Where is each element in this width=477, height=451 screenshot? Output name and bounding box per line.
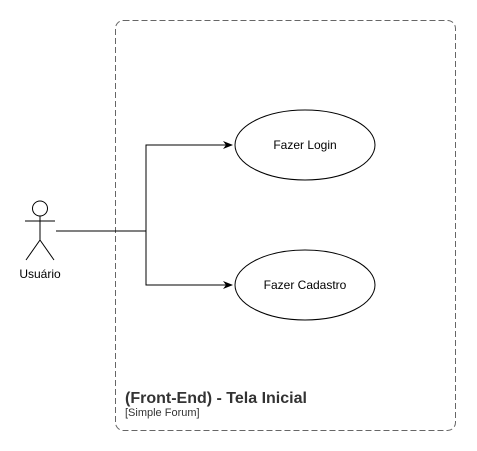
actor-leg-left bbox=[25, 239, 41, 261]
boundary-title: (Front-End) - Tela Inicial bbox=[125, 390, 307, 407]
system-boundary[interactable] bbox=[115, 20, 456, 431]
actor-leg-right bbox=[39, 239, 55, 261]
actor-head bbox=[32, 200, 48, 217]
use-case-label: Fazer Login bbox=[273, 138, 336, 152]
use-case-ellipse bbox=[234, 109, 376, 181]
actor-label: Usuário bbox=[19, 267, 61, 281]
use-case-ellipse bbox=[234, 249, 376, 321]
use-case-fazer-cadastro[interactable]: Fazer Cadastro bbox=[234, 249, 376, 321]
connector-actor-login[interactable] bbox=[56, 141, 233, 232]
actor-usuario[interactable]: Usuário bbox=[19, 200, 61, 281]
use-case-label: Fazer Cadastro bbox=[264, 278, 347, 292]
connector-actor-cadastro[interactable] bbox=[56, 230, 233, 289]
boundary-subtitle: [Simple Forum] bbox=[125, 407, 200, 419]
use-case-fazer-login[interactable]: Fazer Login bbox=[234, 109, 376, 181]
